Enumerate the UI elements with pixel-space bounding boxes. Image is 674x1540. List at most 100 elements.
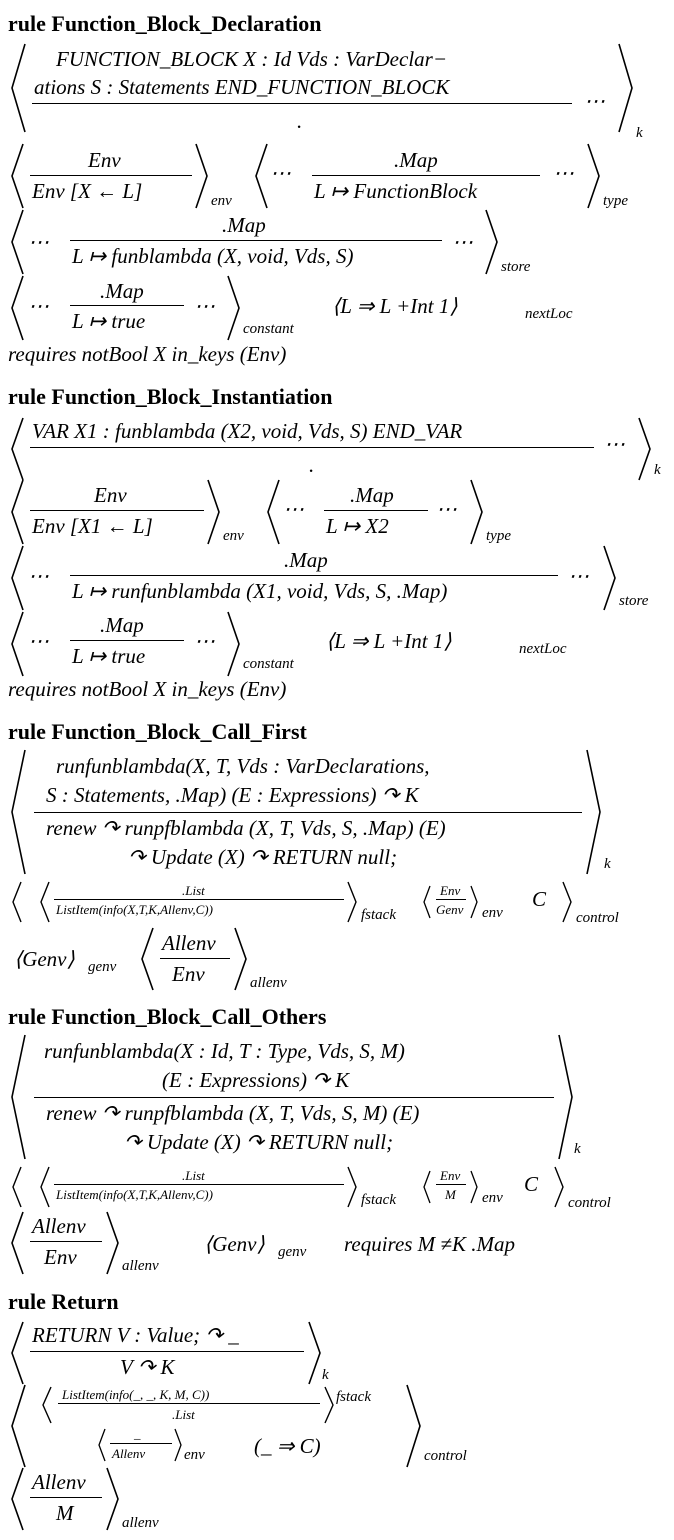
cell-label-env: env bbox=[211, 193, 232, 209]
rule-title: rule Function_Block_Call_Others bbox=[8, 1004, 327, 1029]
k-cell-bottom-line-1: renew ↷ runpfblambda (X, T, Vds, S, .Map… bbox=[46, 816, 446, 840]
ellipsis: ⋯ bbox=[604, 432, 625, 456]
cell-label-type: type bbox=[603, 193, 628, 209]
ellipsis: ⋯ bbox=[568, 564, 589, 588]
allenv-cell-top: Allenv bbox=[32, 1214, 86, 1238]
left-angle-bracket bbox=[11, 43, 26, 133]
k-cell-bottom: V ↷ K bbox=[120, 1355, 175, 1379]
rewrite-bar bbox=[30, 510, 204, 511]
control-continuation: (_ ⇒ C) bbox=[254, 1434, 321, 1458]
left-angle-bracket bbox=[12, 1166, 22, 1208]
right-angle-bracket bbox=[308, 1321, 321, 1385]
k-cell-top-line-1: runfunblambda(X, T, Vds : VarDeclaration… bbox=[56, 754, 430, 778]
control-env-top: Env bbox=[440, 883, 461, 898]
rewrite-bar bbox=[70, 575, 558, 576]
type-cell-top: .Map bbox=[350, 483, 394, 507]
rewrite-bar bbox=[160, 958, 230, 959]
cell-label-env: env bbox=[482, 1190, 503, 1206]
right-angle-bracket bbox=[347, 1166, 357, 1208]
k-cell-top-line-1: FUNCTION_BLOCK X : Id Vds : VarDeclar− bbox=[56, 47, 448, 71]
requires-clause: requires notBool X in_keys (Env) bbox=[8, 342, 287, 366]
constant-cell-top: .Map bbox=[100, 613, 144, 637]
right-angle-bracket bbox=[406, 1384, 421, 1468]
left-angle-bracket bbox=[11, 479, 24, 545]
store-cell-top: .Map bbox=[284, 548, 328, 572]
env-cell-top: Env bbox=[88, 148, 121, 172]
cell-label-nextloc: nextLoc bbox=[525, 306, 573, 322]
control-env-bottom: M bbox=[445, 1187, 456, 1202]
rewrite-bar bbox=[70, 305, 184, 306]
left-angle-bracket bbox=[12, 881, 22, 923]
allenv-cell-top: Allenv bbox=[162, 931, 216, 955]
right-angle-bracket bbox=[195, 143, 208, 209]
left-angle-bracket bbox=[11, 143, 24, 209]
requires-clause: requires M ≠K .Map bbox=[344, 1232, 515, 1256]
env-cell-bottom: Env [X ← L] bbox=[32, 179, 143, 203]
rule-title: rule Function_Block_Instantiation bbox=[8, 384, 333, 409]
right-angle-bracket bbox=[324, 1386, 334, 1424]
right-angle-bracket bbox=[470, 1170, 478, 1204]
left-angle-bracket bbox=[11, 611, 24, 677]
cell-label-fstack: fstack bbox=[336, 1389, 371, 1405]
right-angle-bracket bbox=[227, 275, 240, 341]
right-angle-bracket bbox=[485, 209, 498, 275]
nextloc-cell: ⟨L ⇒ L +Int 1⟩ bbox=[326, 629, 452, 653]
right-angle-bracket bbox=[347, 881, 357, 923]
cell-label-k: k bbox=[636, 125, 643, 141]
right-angle-bracket bbox=[586, 749, 601, 875]
ellipsis: ⋯ bbox=[584, 89, 605, 113]
cell-label-genv: genv bbox=[88, 959, 117, 975]
constant-cell-bottom: L ↦ true bbox=[72, 309, 146, 333]
k-cell-top: VAR X1 : funblambda (X2, void, Vds, S) E… bbox=[32, 419, 463, 443]
rewrite-bar bbox=[30, 447, 594, 448]
left-angle-bracket bbox=[40, 881, 50, 923]
control-env-top: _ bbox=[134, 1426, 141, 1441]
k-cell-top-line-2: ations S : Statements END_FUNCTION_BLOCK bbox=[34, 75, 450, 99]
rewrite-bar bbox=[30, 1351, 304, 1352]
left-angle-bracket bbox=[11, 1467, 24, 1531]
cell-label-constant: constant bbox=[243, 656, 294, 672]
type-cell-bottom: L ↦ FunctionBlock bbox=[314, 179, 478, 203]
rewrite-bar bbox=[32, 103, 572, 104]
requires-clause: requires notBool X in_keys (Env) bbox=[8, 677, 287, 701]
control-continuation: C bbox=[524, 1172, 539, 1196]
right-angle-bracket bbox=[554, 1166, 564, 1208]
cell-label-control: control bbox=[424, 1448, 467, 1464]
env-cell-top: Env bbox=[94, 483, 127, 507]
cell-label-type: type bbox=[486, 528, 511, 544]
control-env-top: Env bbox=[440, 1168, 461, 1183]
k-cell-bottom-line-2: ↷ Update (X) ↷ RETURN null; bbox=[128, 845, 398, 869]
k-cell-bottom: . bbox=[297, 109, 303, 133]
allenv-cell-bottom: Env bbox=[172, 962, 205, 986]
cell-label-control: control bbox=[576, 910, 619, 926]
cell-label-control: control bbox=[568, 1195, 611, 1211]
cell-label-fstack: fstack bbox=[361, 907, 396, 923]
ellipsis: ⋯ bbox=[283, 497, 304, 521]
cell-label-allenv: allenv bbox=[122, 1515, 159, 1531]
cell-label-env: env bbox=[223, 528, 244, 544]
left-angle-bracket bbox=[11, 1321, 24, 1385]
store-cell-top: .Map bbox=[222, 213, 266, 237]
cell-label-allenv: allenv bbox=[250, 975, 287, 991]
store-cell-bottom: L ↦ runfunblambda (X1, void, Vds, S, .Ma… bbox=[72, 579, 448, 603]
right-angle-bracket bbox=[558, 1034, 573, 1160]
left-angle-bracket bbox=[423, 885, 431, 919]
fstack-cell-top: .List bbox=[182, 883, 205, 898]
fstack-cell-top: .List bbox=[182, 1168, 205, 1183]
ellipsis: ⋯ bbox=[270, 161, 291, 185]
fstack-cell-bottom: .List bbox=[172, 1407, 195, 1422]
rewrite-bar bbox=[54, 899, 344, 900]
right-angle-bracket bbox=[618, 43, 633, 133]
left-angle-bracket bbox=[98, 1428, 106, 1462]
cell-label-env: env bbox=[184, 1447, 205, 1463]
control-continuation: C bbox=[532, 887, 547, 911]
store-cell-bottom: L ↦ funblambda (X, void, Vds, S) bbox=[72, 244, 354, 268]
left-angle-bracket bbox=[141, 927, 154, 991]
cell-label-nextloc: nextLoc bbox=[519, 641, 567, 657]
rewrite-bar bbox=[312, 175, 540, 176]
rewrite-bar bbox=[34, 1097, 554, 1098]
k-cell-bottom-line-2: ↷ Update (X) ↷ RETURN null; bbox=[124, 1130, 394, 1154]
right-angle-bracket bbox=[603, 545, 616, 611]
right-angle-bracket bbox=[234, 927, 247, 991]
rewrite-bar bbox=[324, 510, 428, 511]
